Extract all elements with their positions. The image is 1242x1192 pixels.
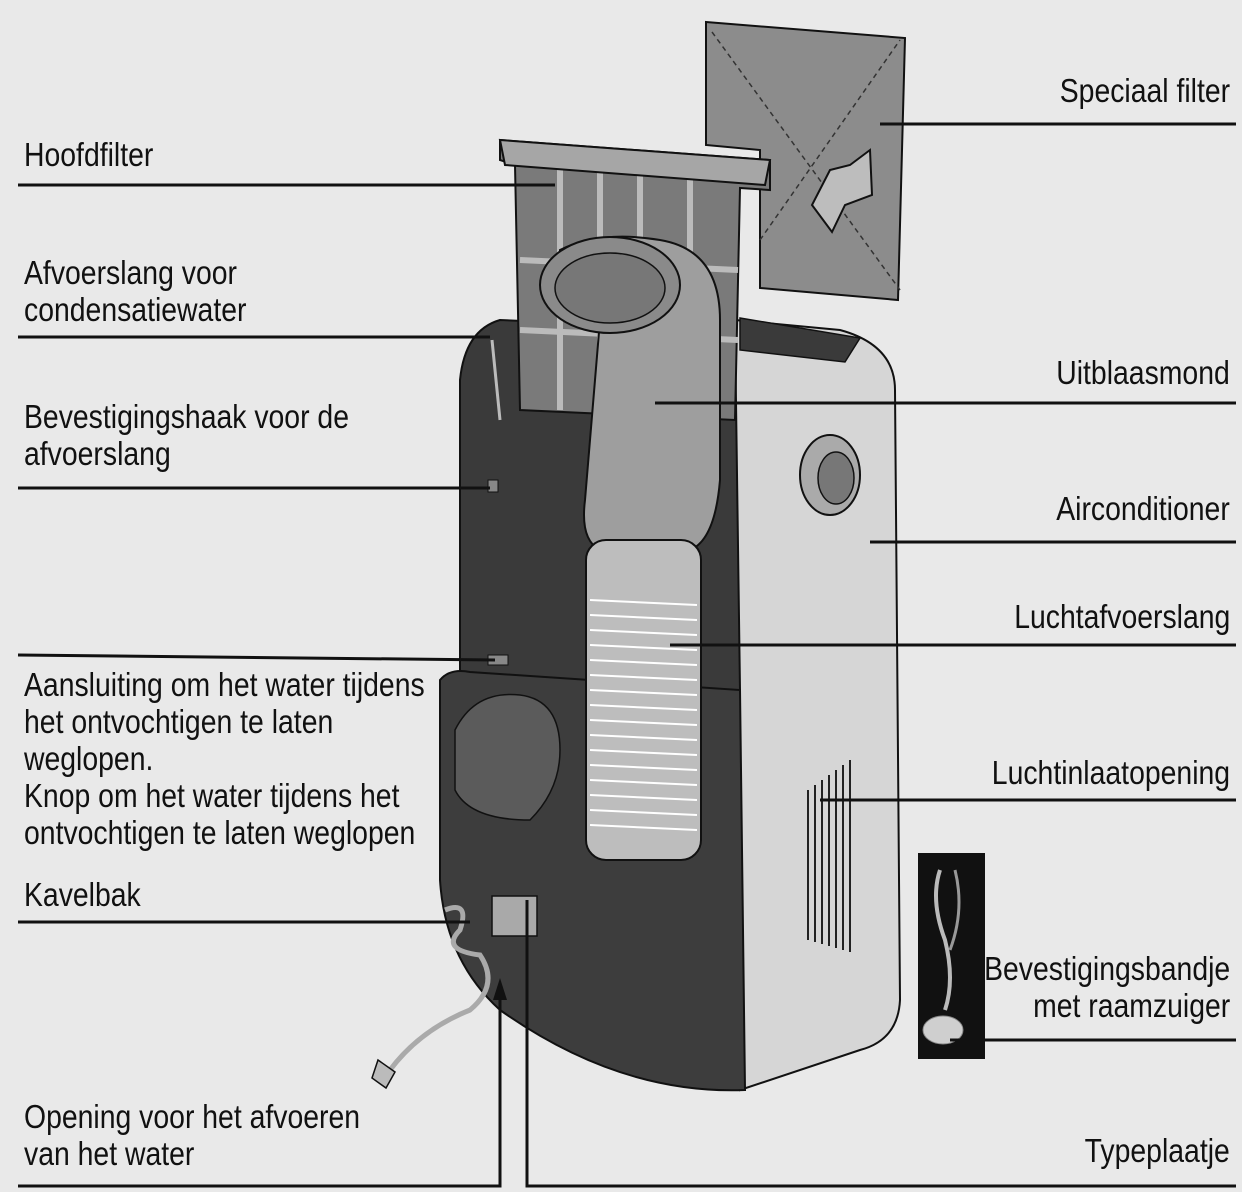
label-aansluiting: Aansluiting om het water tijdens het ont… [24, 666, 425, 851]
label-knop-line1: Knop om het water tijdens het [24, 777, 400, 814]
label-typeplaatje: Typeplaatje [1085, 1132, 1230, 1169]
label-airconditioner: Airconditioner [1056, 490, 1230, 527]
label-luchtinlaatopening: Luchtinlaatopening [992, 754, 1230, 791]
label-hoofdfilter: Hoofdfilter [24, 136, 153, 173]
strap-inset [918, 853, 985, 1059]
label-speciaal-filter: Speciaal filter [1060, 72, 1230, 109]
leader-lines [17, 122, 1236, 1188]
label-aansluiting-line2: het ontvochtigen te laten [24, 703, 334, 740]
exhaust-hose [539, 235, 721, 861]
label-opening-line2: van het water [24, 1135, 195, 1172]
label-airconditioner-text: Airconditioner [1056, 490, 1230, 527]
label-aansluiting-line3: weglopen. [24, 740, 154, 777]
label-kavelbak-text: Kavelbak [24, 876, 141, 913]
label-bandje-line1: Bevestigingsbandje [983, 950, 1230, 987]
special-filter-panel [705, 20, 907, 302]
label-uitblaasmond-text: Uitblaasmond [1056, 354, 1230, 391]
label-luchtafvoerslang-text: Luchtafvoerslang [1013, 598, 1230, 635]
label-luchtinlaatopening-text: Luchtinlaatopening [991, 754, 1230, 791]
arrow-up-icon [493, 978, 507, 1000]
label-haak-line2: afvoerslang [24, 435, 171, 472]
label-speciaal-filter-text: Speciaal filter [1059, 72, 1230, 109]
label-bevestigingsbandje: Bevestigingsbandje met raamzuiger [984, 950, 1230, 1024]
power-cord [388, 905, 491, 1072]
label-luchtafvoerslang: Luchtafvoerslang [1014, 598, 1230, 635]
label-haak-line1: Bevestigingshaak voor de [24, 398, 349, 435]
air-intake-grille [807, 760, 851, 952]
unit-body [719, 317, 902, 1092]
plug-icon [371, 1058, 396, 1090]
label-aansluiting-line1: Aansluiting om het water tijdens [24, 666, 425, 703]
label-opening-line1: Opening voor het afvoeren [24, 1098, 361, 1135]
label-afvoerslang: Afvoerslang voor condensatiewater [24, 254, 246, 328]
label-typeplaatje-text: Typeplaatje [1084, 1132, 1230, 1169]
label-opening: Opening voor het afvoeren van het water [24, 1098, 360, 1172]
label-kavelbak: Kavelbak [24, 876, 141, 913]
label-bevestigingshaak: Bevestigingshaak voor de afvoerslang [24, 398, 349, 472]
label-knop-line2: ontvochtigen te laten weglopen [24, 814, 416, 851]
label-afvoerslang-line2: condensatiewater [24, 291, 247, 328]
label-hoofdfilter-text: Hoofdfilter [24, 136, 154, 173]
label-bandje-line2: met raamzuiger [1032, 987, 1230, 1024]
label-afvoerslang-line1: Afvoerslang voor [24, 254, 237, 291]
label-uitblaasmond: Uitblaasmond [1056, 354, 1230, 391]
